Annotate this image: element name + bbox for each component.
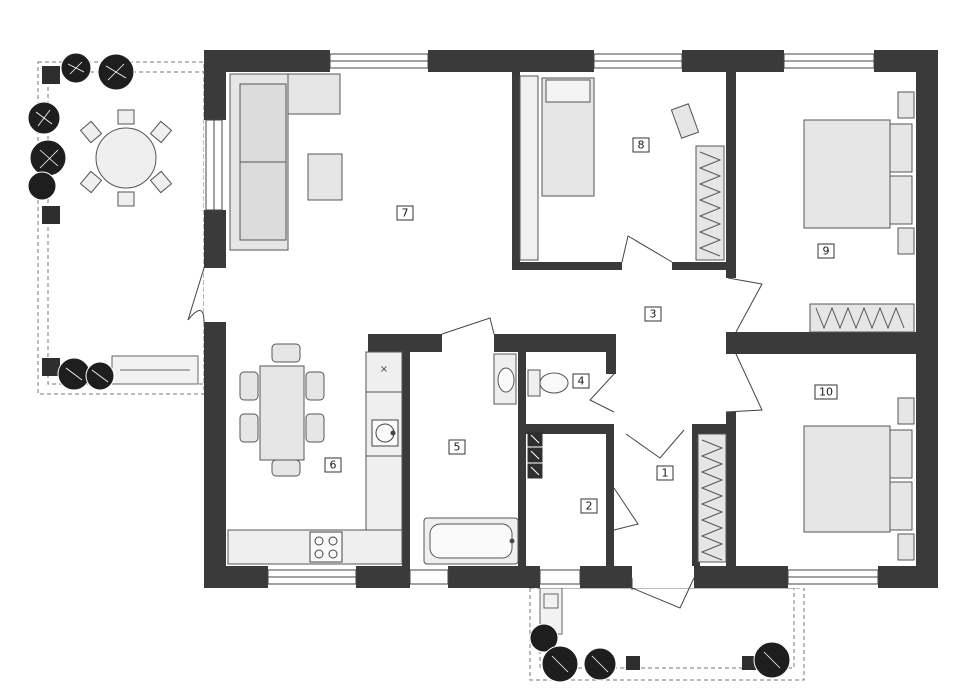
room-label-3: 3 (644, 306, 662, 322)
washbasin (493, 353, 517, 405)
room-label-8: 8 (632, 137, 650, 153)
dining-table-icon (79, 109, 173, 207)
room-number: 2 (586, 500, 593, 513)
wardrobe-icon (695, 145, 725, 261)
room-label-4: 4 (572, 373, 590, 389)
room-label-10: 10 (814, 384, 838, 400)
desk (519, 75, 539, 261)
terrace-posts (42, 66, 756, 670)
bed-icon (803, 91, 915, 255)
walls (204, 50, 938, 588)
bathtub-icon (423, 517, 519, 565)
room-number: 1 (662, 467, 669, 480)
room-label-9: 9 (817, 243, 835, 259)
ventilation-shafts (527, 431, 543, 479)
sink-icon (371, 419, 399, 447)
wardrobe-icon (809, 303, 915, 333)
room-number: 8 (638, 139, 645, 152)
bed-icon (803, 397, 915, 561)
room-label-1: 1 (656, 465, 674, 481)
room-label-7: 7 (396, 205, 414, 221)
room-label-5: 5 (448, 439, 466, 455)
doors (187, 235, 763, 609)
windows (205, 53, 879, 585)
close-icon: × (380, 364, 388, 375)
room-number: 6 (330, 459, 337, 472)
room-number: 4 (578, 375, 585, 388)
chair (670, 103, 700, 139)
room-number: 10 (819, 386, 833, 399)
room-number: 7 (402, 207, 409, 220)
sofa-icon (229, 73, 341, 251)
room-number: 9 (823, 245, 830, 258)
coffee-table (307, 153, 343, 201)
stove-icon (309, 531, 343, 563)
entrance-steps (539, 587, 563, 635)
room-number: 3 (650, 308, 657, 321)
bed-icon (541, 77, 595, 197)
toilet-icon (527, 369, 569, 397)
terrace-steps (111, 355, 199, 385)
wardrobe-icon (697, 433, 727, 563)
room-number: 5 (454, 441, 461, 454)
room-label-2: 2 (580, 498, 598, 514)
dining-table-icon (239, 343, 325, 477)
room-label-6: 6 (324, 457, 342, 473)
plant-texture (35, 61, 781, 673)
